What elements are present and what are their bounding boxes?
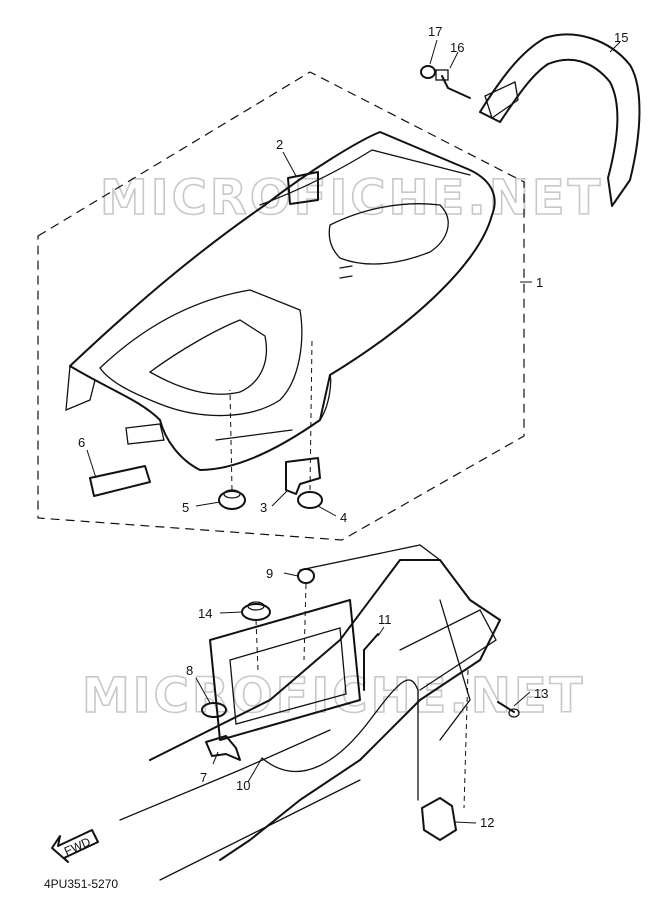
callout-8: 8 xyxy=(186,663,193,678)
callout-14: 14 xyxy=(198,606,212,621)
seat-bracket[interactable] xyxy=(285,457,321,495)
callout-5: 5 xyxy=(182,500,189,515)
damper-small[interactable] xyxy=(297,491,323,509)
fwd-label: FWD xyxy=(62,834,93,858)
bolt-11[interactable] xyxy=(363,633,379,691)
callout-17: 17 xyxy=(428,24,442,39)
callout-6: 6 xyxy=(78,435,85,450)
diagram-code: 4PU351-5270 xyxy=(44,877,118,891)
callout-3: 3 xyxy=(260,500,267,515)
callout-1: 1 xyxy=(536,275,543,290)
watermark-bottom: MICROFICHE.NET xyxy=(82,668,585,724)
callout-16: 16 xyxy=(450,40,464,55)
callout-10: 10 xyxy=(236,778,250,793)
bolt-16[interactable] xyxy=(435,69,471,99)
callout-9: 9 xyxy=(266,566,273,581)
damper-large[interactable] xyxy=(218,489,246,510)
rear-frame xyxy=(119,544,501,881)
callout-7: 7 xyxy=(200,770,207,785)
seat-part[interactable] xyxy=(65,131,496,471)
callout-15: 15 xyxy=(614,30,628,45)
leader-lines xyxy=(86,39,621,824)
bolt-13[interactable] xyxy=(497,701,520,718)
nut-17[interactable] xyxy=(420,65,436,79)
watermark-top: MICROFICHE.NET xyxy=(100,170,603,226)
seat-lock-cable[interactable] xyxy=(261,679,419,801)
lock-hook[interactable] xyxy=(205,735,241,761)
grab-bar[interactable] xyxy=(479,33,641,207)
fwd-arrow-icon: FWD xyxy=(51,829,99,863)
callout-13: 13 xyxy=(534,686,548,701)
grommet-8[interactable] xyxy=(201,702,227,718)
damper-14[interactable] xyxy=(241,601,271,621)
seat-emblem[interactable] xyxy=(287,171,319,205)
callout-11: 11 xyxy=(378,612,392,627)
nut-9[interactable] xyxy=(297,568,315,584)
callout-4: 4 xyxy=(340,510,347,525)
callout-12: 12 xyxy=(480,815,494,830)
seat-lock-assembly[interactable] xyxy=(421,797,457,841)
seat-assembly-boundary xyxy=(37,71,525,541)
seat-rubber[interactable] xyxy=(89,423,165,497)
callout-2: 2 xyxy=(276,137,283,152)
